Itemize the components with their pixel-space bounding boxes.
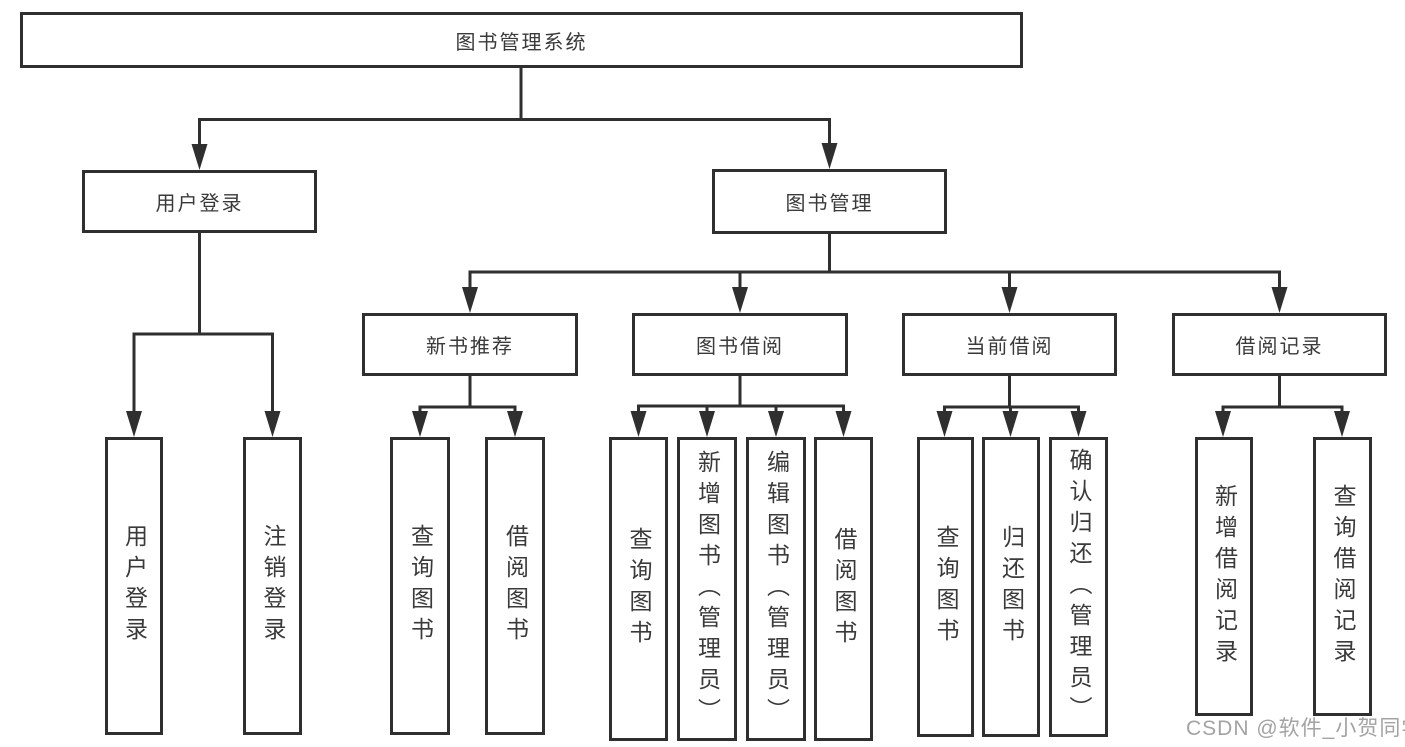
leaf-current-return-books-label: 归还图书 <box>998 525 1025 649</box>
leaf-user-login: 用户登录 <box>105 437 163 735</box>
leaf-records-query-record: 查询借阅记录 <box>1313 437 1372 716</box>
node-book-borrowing: 图书借阅 <box>632 313 848 376</box>
leaf-user-login-label: 用户登录 <box>121 524 148 648</box>
watermark: CSDN @软件_小贺同学 <box>1186 717 1405 740</box>
leaf-records-add-record-label: 新增借阅记录 <box>1211 483 1238 670</box>
leaf-borrow-edit-books-admin-label: 编辑图书（管理员） <box>763 449 790 729</box>
node-current-borrowing: 当前借阅 <box>902 313 1117 376</box>
node-new-book-recommend: 新书推荐 <box>362 313 578 376</box>
leaf-current-query-books-label: 查询图书 <box>933 525 959 649</box>
connector-recommend-to-leaves <box>418 376 517 418</box>
leaf-borrow-borrow-books-label: 借阅图书 <box>831 527 857 651</box>
node-root: 图书管理系统 <box>20 12 1023 68</box>
connector-bookmgmt-to-level3 <box>468 234 1281 295</box>
leaf-current-confirm-return-admin-label: 确认归还（管理员） <box>1066 447 1092 727</box>
connector-root-to-level2 <box>198 68 831 150</box>
leaf-current-confirm-return-admin: 确认归还（管理员） <box>1049 437 1108 737</box>
connector-userlogin-to-leaves <box>132 233 274 418</box>
leaf-borrow-query-books: 查询图书 <box>609 437 668 741</box>
leaf-current-query-books: 查询图书 <box>917 437 974 737</box>
leaf-borrow-borrow-books: 借阅图书 <box>814 437 873 741</box>
leaf-recommend-query-books-label: 查询图书 <box>407 524 434 648</box>
leaf-recommend-borrow-books-label: 借阅图书 <box>502 524 529 648</box>
leaf-current-return-books: 归还图书 <box>982 437 1040 737</box>
connector-borrowing-to-leaves <box>637 376 845 418</box>
leaf-records-add-record: 新增借阅记录 <box>1195 437 1253 716</box>
leaf-logout: 注销登录 <box>243 437 302 735</box>
leaf-borrow-query-books-label: 查询图书 <box>626 527 652 651</box>
leaf-borrow-add-books-admin: 新增图书（管理员） <box>677 437 737 741</box>
connector-records-to-leaves <box>1221 376 1344 418</box>
node-book-management: 图书管理 <box>712 169 947 234</box>
leaf-recommend-query-books: 查询图书 <box>390 437 450 735</box>
node-borrowing-records: 借阅记录 <box>1172 313 1387 376</box>
leaf-recommend-borrow-books: 借阅图书 <box>485 437 545 735</box>
node-user-login: 用户登录 <box>82 170 317 233</box>
leaf-records-query-record-label: 查询借阅记录 <box>1330 483 1356 670</box>
leaf-logout-label: 注销登录 <box>260 524 286 648</box>
leaf-borrow-add-books-admin-label: 新增图书（管理员） <box>694 449 721 729</box>
arrowheads <box>126 143 1350 437</box>
leaf-borrow-edit-books-admin: 编辑图书（管理员） <box>746 437 806 741</box>
